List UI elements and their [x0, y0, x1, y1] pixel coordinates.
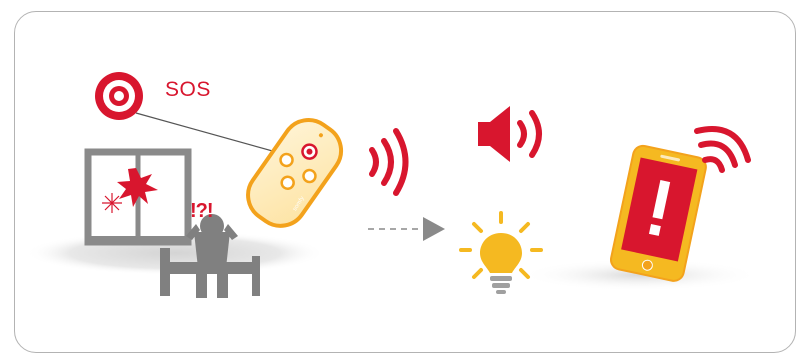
target-icon: [95, 72, 143, 120]
alarm-exclaim-label: !?!: [190, 200, 213, 223]
flow-arrow-icon: [368, 217, 445, 241]
remote-keyfob-icon: [238, 110, 351, 236]
speaker-siren-icon: [478, 106, 539, 162]
wireless-signal-icon: [372, 131, 406, 193]
light-bulb-icon: [461, 213, 541, 294]
sos-label: SOS: [165, 78, 211, 102]
glass-crack: [102, 193, 122, 213]
broken-window-icon: [88, 152, 188, 242]
